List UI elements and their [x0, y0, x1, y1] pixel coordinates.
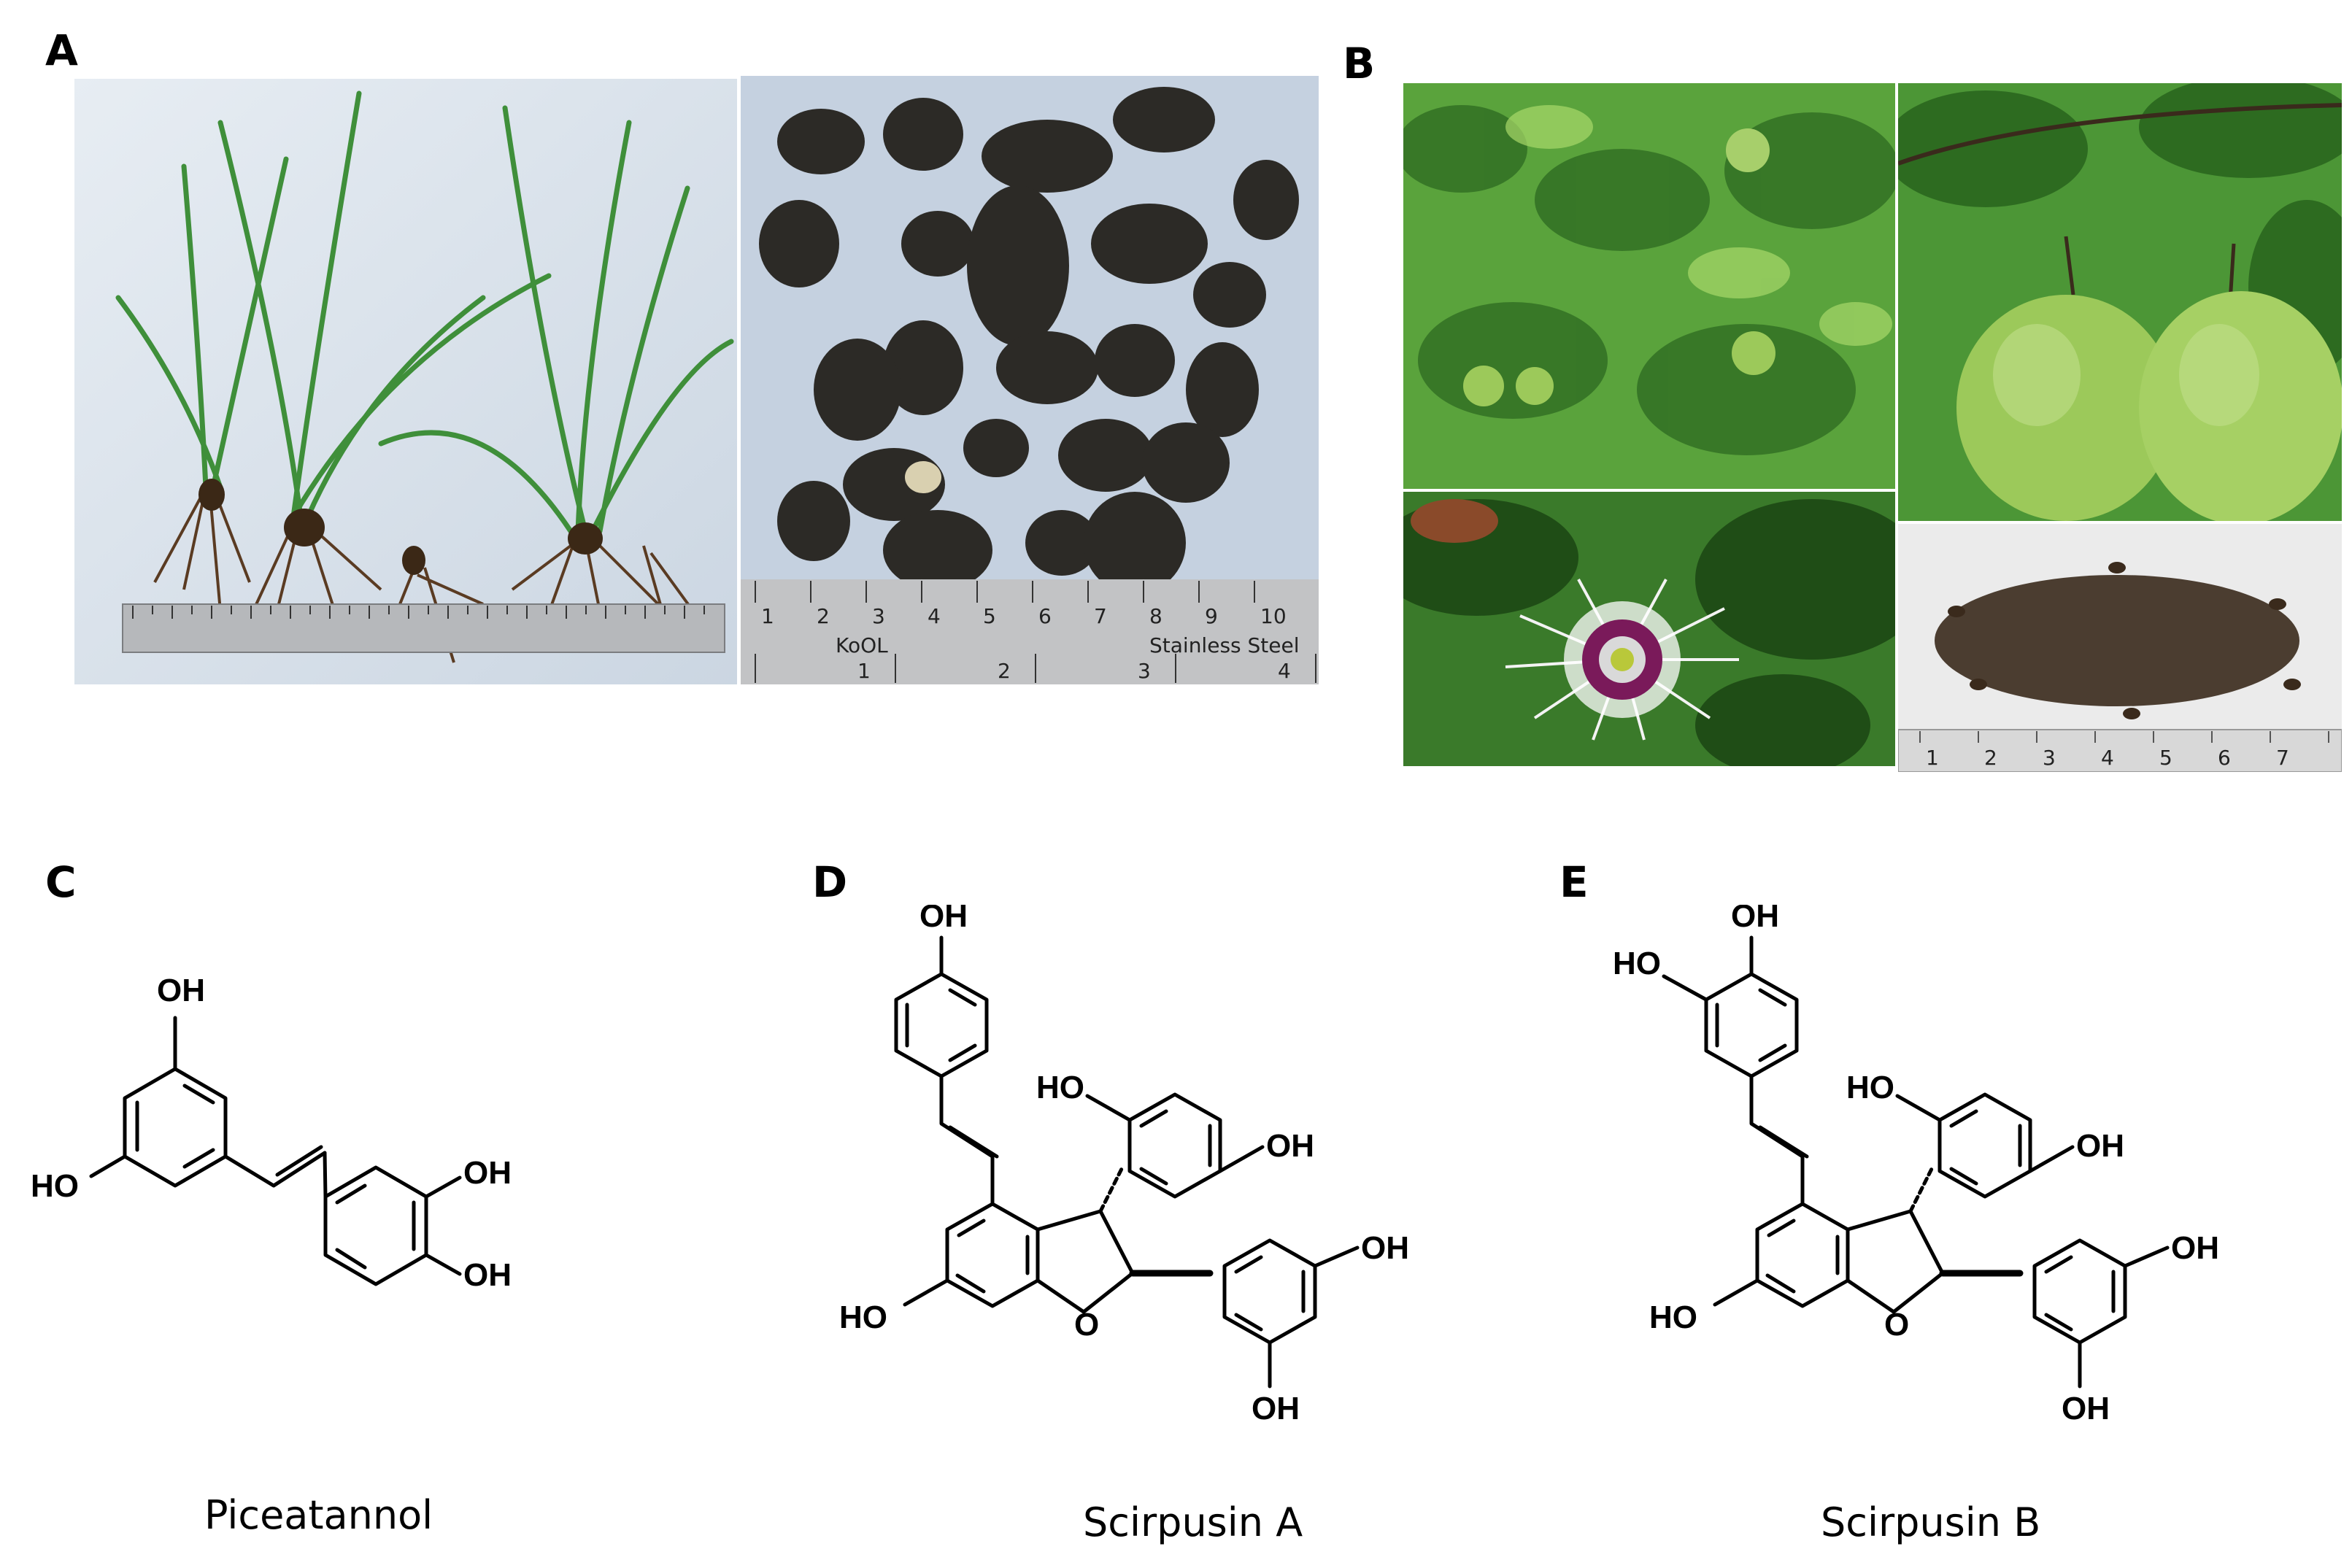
ruler-cm-10: 10	[1260, 604, 1287, 628]
atom-oh-top: OH	[157, 973, 205, 1008]
caption-scirpusin-b: Scirpusin B	[1821, 1499, 2041, 1545]
ruler-cm-7: 7	[1094, 604, 1107, 628]
photo-corms: 1 2 3 4 5 6 7 8 9 10 KoOL Stainless Stee…	[741, 76, 1319, 684]
photo-passionfruit-seeds: 1 2 3 4 5 6 7	[1898, 524, 2342, 772]
photo-passionflower	[1403, 492, 1895, 766]
atom-ho-benzofuran: HO	[839, 1299, 887, 1335]
atom-oh-catechol-lower: OH	[2062, 1391, 2110, 1426]
structure-piceatannol: OH HO OH OH	[31, 973, 512, 1293]
ruler-b: 1 2 3 4 5 6 7	[1898, 729, 2342, 772]
panel-label-e: E	[1559, 857, 1589, 907]
flower	[1505, 579, 1739, 741]
ruler-cm-6: 6	[1038, 604, 1052, 628]
panel-label-c: C	[45, 857, 77, 907]
panel-label-a: A	[45, 26, 78, 75]
atom-oh-right-lower: OH	[463, 1257, 512, 1293]
photo-sedge-plants	[74, 79, 737, 684]
caption-scirpusin-a: Scirpusin A	[1083, 1499, 1303, 1545]
ruler-in-4: 4	[1278, 659, 1291, 683]
ruler-cm-2: 2	[817, 604, 830, 628]
ruler-cm-9: 9	[1205, 604, 1218, 628]
atom-oh-top: OH	[919, 905, 968, 934]
atom-ho-benzofuran: HO	[1649, 1299, 1697, 1335]
ruler-b-2: 2	[1984, 746, 1997, 770]
atom-ho-top-left: HO	[1613, 946, 1661, 981]
corms	[759, 87, 1299, 594]
ruler-cm-8: 8	[1149, 604, 1162, 628]
ruler-steel: Stainless Steel	[1149, 633, 1300, 657]
panel-label-b: B	[1343, 39, 1376, 88]
ruler-right: 1 2 3 4 5 6 7 8 9 10 KoOL Stainless Stee…	[741, 579, 1319, 684]
atom-oh-resorcinol: OH	[1266, 1128, 1314, 1164]
atom-oh-catechol-lower: OH	[1252, 1391, 1300, 1426]
photo-passionfruit-fruits	[1898, 83, 2342, 521]
ruler-b-7: 7	[2276, 746, 2289, 770]
caption-piceatannol: Piceatannol	[204, 1492, 433, 1538]
ruler-b-4: 4	[2101, 746, 2114, 770]
ruler-b-6: 6	[2218, 746, 2231, 770]
atom-oh-catechol-upper: OH	[1361, 1230, 1409, 1266]
ruler-cm-4: 4	[928, 604, 941, 628]
atom-oh-catechol-upper: OH	[2171, 1230, 2219, 1266]
ruler-in-3: 3	[1138, 659, 1151, 683]
ruler-in-1: 1	[857, 659, 871, 683]
photo-passionfruit-vine	[1403, 83, 1895, 489]
ruler-cm-1: 1	[761, 604, 774, 628]
atom-ho-resorcinol: HO	[1846, 1070, 1894, 1105]
ruler-in-2: 2	[998, 659, 1011, 683]
grass-leaves	[115, 90, 734, 534]
panel-label-d: D	[812, 857, 848, 907]
ruler-b-1: 1	[1926, 746, 1939, 770]
structure-scirpusin-a: OH HO OH HO O OH OH	[839, 905, 1409, 1426]
ruler-left	[122, 603, 725, 653]
atom-ho-resorcinol: HO	[1036, 1070, 1084, 1105]
atom-oh-resorcinol: OH	[2076, 1128, 2124, 1164]
atom-o-furan: O	[1074, 1307, 1099, 1343]
ruler-cm-3: 3	[872, 604, 885, 628]
atom-oh-right-upper: OH	[463, 1155, 512, 1191]
seed-pile	[1935, 562, 2301, 719]
atom-o-furan: O	[1884, 1307, 1909, 1343]
atom-ho-left: HO	[31, 1168, 79, 1204]
ruler-cm-5: 5	[983, 604, 996, 628]
ruler-brand: KoOL	[836, 633, 888, 657]
structure-scirpusin-b: OH HO HO OH HO O OH OH	[1613, 905, 2219, 1426]
ruler-b-5: 5	[2159, 746, 2172, 770]
ruler-b-3: 3	[2043, 746, 2056, 770]
atom-oh-top: OH	[1731, 905, 1779, 934]
